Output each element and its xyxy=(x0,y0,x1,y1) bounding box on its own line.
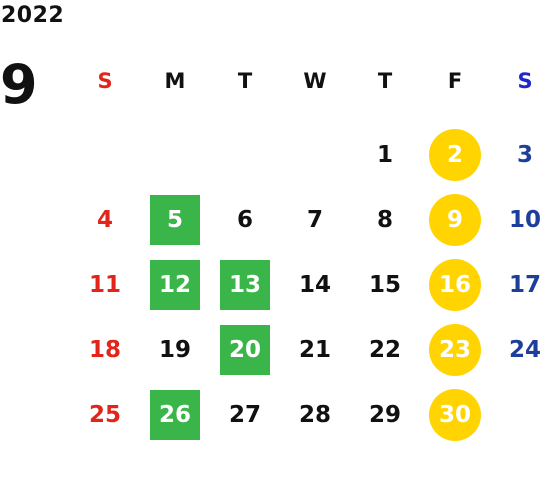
day-number: 26 xyxy=(150,389,200,440)
calendar-month: 9 xyxy=(0,53,38,116)
day-number: 20 xyxy=(220,324,270,375)
calendar-day-2: 2 xyxy=(420,122,490,187)
day-number: 16 xyxy=(429,258,481,311)
calendar-day-1: 1 xyxy=(350,122,420,187)
calendar-day-5: 5 xyxy=(140,187,210,252)
calendar-day-7: 7 xyxy=(280,187,350,252)
day-empty xyxy=(80,130,130,180)
day-number: 12 xyxy=(150,259,200,310)
calendar-day-empty xyxy=(210,122,280,187)
calendar-day-11: 11 xyxy=(70,252,140,317)
day-number: 6 xyxy=(236,206,253,233)
day-empty xyxy=(290,130,340,180)
day-number: 7 xyxy=(306,206,323,233)
day-number: 22 xyxy=(368,336,401,363)
weekday-header-friday: F xyxy=(447,69,463,93)
calendar-day-25: 25 xyxy=(70,382,140,447)
calendar-day-4: 4 xyxy=(70,187,140,252)
day-number: 25 xyxy=(88,401,121,428)
calendar-day-12: 12 xyxy=(140,252,210,317)
calendar-day-16: 16 xyxy=(420,252,490,317)
calendar-day-26: 26 xyxy=(140,382,210,447)
calendar-day-22: 22 xyxy=(350,317,420,382)
calendar-day-28: 28 xyxy=(280,382,350,447)
calendar-day-29: 29 xyxy=(350,382,420,447)
day-empty xyxy=(500,390,548,440)
calendar-day-15: 15 xyxy=(350,252,420,317)
day-number: 18 xyxy=(88,336,121,363)
calendar-day-23: 23 xyxy=(420,317,490,382)
day-number: 24 xyxy=(508,336,541,363)
calendar-day-3: 3 xyxy=(490,122,548,187)
day-number: 19 xyxy=(158,336,191,363)
day-number: 3 xyxy=(516,141,533,168)
calendar-day-17: 17 xyxy=(490,252,548,317)
calendar-day-19: 19 xyxy=(140,317,210,382)
weekday-header-sunday: S xyxy=(97,69,113,93)
calendar-day-empty xyxy=(490,382,548,447)
calendar-day-empty xyxy=(70,122,140,187)
day-number: 1 xyxy=(376,141,393,168)
day-number: 5 xyxy=(150,194,200,245)
day-number: 14 xyxy=(298,271,331,298)
calendar-day-empty xyxy=(140,122,210,187)
weekday-header-saturday: S xyxy=(517,69,533,93)
calendar-day-6: 6 xyxy=(210,187,280,252)
calendar-day-24: 24 xyxy=(490,317,548,382)
day-number: 30 xyxy=(429,388,481,441)
weekday-header-thursday: T xyxy=(377,69,393,93)
calendar-day-30: 30 xyxy=(420,382,490,447)
day-number: 27 xyxy=(228,401,261,428)
day-number: 2 xyxy=(429,128,481,181)
day-empty xyxy=(150,130,200,180)
calendar-day-8: 8 xyxy=(350,187,420,252)
day-number: 21 xyxy=(298,336,331,363)
calendar-day-18: 18 xyxy=(70,317,140,382)
day-number: 11 xyxy=(88,271,121,298)
weekday-header-tuesday: T xyxy=(237,69,253,93)
calendar-day-10: 10 xyxy=(490,187,548,252)
calendar-day-13: 13 xyxy=(210,252,280,317)
day-number: 13 xyxy=(220,259,270,310)
day-number: 23 xyxy=(429,323,481,376)
day-number: 17 xyxy=(508,271,541,298)
calendar-year: 2022 xyxy=(1,3,65,28)
calendar-day-21: 21 xyxy=(280,317,350,382)
calendar-day-27: 27 xyxy=(210,382,280,447)
day-number: 15 xyxy=(368,271,401,298)
day-number: 28 xyxy=(298,401,331,428)
day-empty xyxy=(220,130,270,180)
day-number: 4 xyxy=(96,206,113,233)
day-number: 8 xyxy=(376,206,393,233)
calendar-day-empty xyxy=(280,122,350,187)
calendar-day-20: 20 xyxy=(210,317,280,382)
weekday-header-monday: M xyxy=(164,69,186,93)
calendar-day-14: 14 xyxy=(280,252,350,317)
day-number: 29 xyxy=(368,401,401,428)
day-number: 9 xyxy=(429,193,481,246)
weekday-header-wednesday: W xyxy=(303,69,327,93)
day-number: 10 xyxy=(508,206,541,233)
calendar-day-9: 9 xyxy=(420,187,490,252)
